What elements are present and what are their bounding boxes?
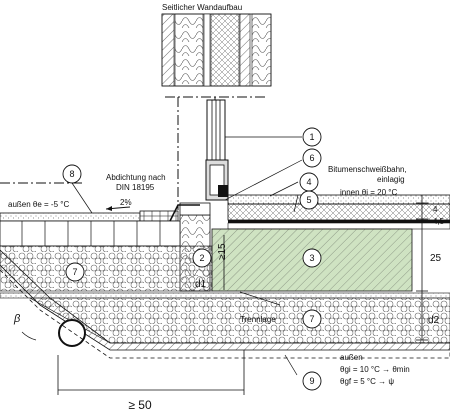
label-innen: innen θi = 20 °C — [340, 188, 397, 197]
dim-d1: d1 — [195, 279, 207, 290]
leader-lines — [71, 136, 303, 376]
ground-edge — [0, 249, 450, 351]
label-bitumen-1: Bitumenschweißbahn, — [328, 165, 407, 174]
ground-line — [0, 269, 450, 359]
dim-ge50: ≥ 50 — [128, 398, 152, 412]
wall-section-inset — [161, 13, 272, 87]
dim-4-5: 4,5 — [433, 217, 445, 226]
beta-arc — [21, 331, 37, 341]
callout-6: 6 — [302, 148, 322, 168]
label-theta-gi: θgi = 10 °C → θmin — [340, 365, 410, 374]
sealing-layer — [179, 202, 211, 216]
svg-text:7: 7 — [72, 267, 77, 277]
callout-3: 3 — [302, 248, 322, 268]
label-aussen-bottom: außen — [340, 353, 363, 362]
label-slope: 2% — [120, 198, 132, 207]
label-beta: β — [13, 313, 21, 325]
callout-9: 8 — [62, 164, 82, 184]
label-theta-gf: θgf = 5 °C → ψ — [340, 377, 394, 386]
svg-text:5: 5 — [306, 195, 311, 205]
svg-text:6: 6 — [309, 153, 314, 163]
label-bitumen-2: einlagig — [377, 175, 405, 184]
outside-terrace — [0, 204, 200, 247]
inset-title: Seitlicher Wandaufbau — [162, 3, 242, 12]
label-abdichtung-2: DIN 18195 — [116, 183, 155, 192]
svg-text:3: 3 — [309, 253, 314, 263]
dim-d2: d2 — [428, 315, 440, 326]
label-trennlage: Trennlage — [240, 315, 276, 324]
floor-build-up — [227, 194, 450, 230]
slope-arrowhead — [106, 206, 112, 211]
callout-5: 5 — [299, 190, 319, 210]
separation-layer — [0, 292, 450, 299]
callout-7-upper: 7 — [65, 262, 85, 282]
callout-2: 2 — [192, 248, 212, 268]
svg-text:9: 9 — [309, 376, 314, 386]
callout-8: 9 — [302, 371, 322, 391]
svg-text:8: 8 — [69, 169, 74, 179]
callout-4: 4 — [299, 172, 319, 192]
window-frame — [205, 99, 229, 201]
svg-text:7: 7 — [309, 314, 314, 324]
callout-1: 1 — [302, 127, 322, 147]
dim-ge15: ≥15 — [217, 243, 228, 260]
svg-text:2: 2 — [199, 253, 204, 263]
label-aussen-top: außen θe = -5 °C — [8, 200, 69, 209]
label-abdichtung-1: Abdichtung nach — [106, 173, 166, 182]
drain-pipe — [58, 319, 86, 347]
dim-25: 25 — [430, 253, 442, 264]
svg-text:1: 1 — [309, 132, 314, 142]
dim-4: 4 — [433, 205, 438, 214]
svg-text:4: 4 — [306, 177, 311, 187]
dimension-lines — [57, 195, 428, 395]
callout-7-lower: 7 — [302, 309, 322, 329]
